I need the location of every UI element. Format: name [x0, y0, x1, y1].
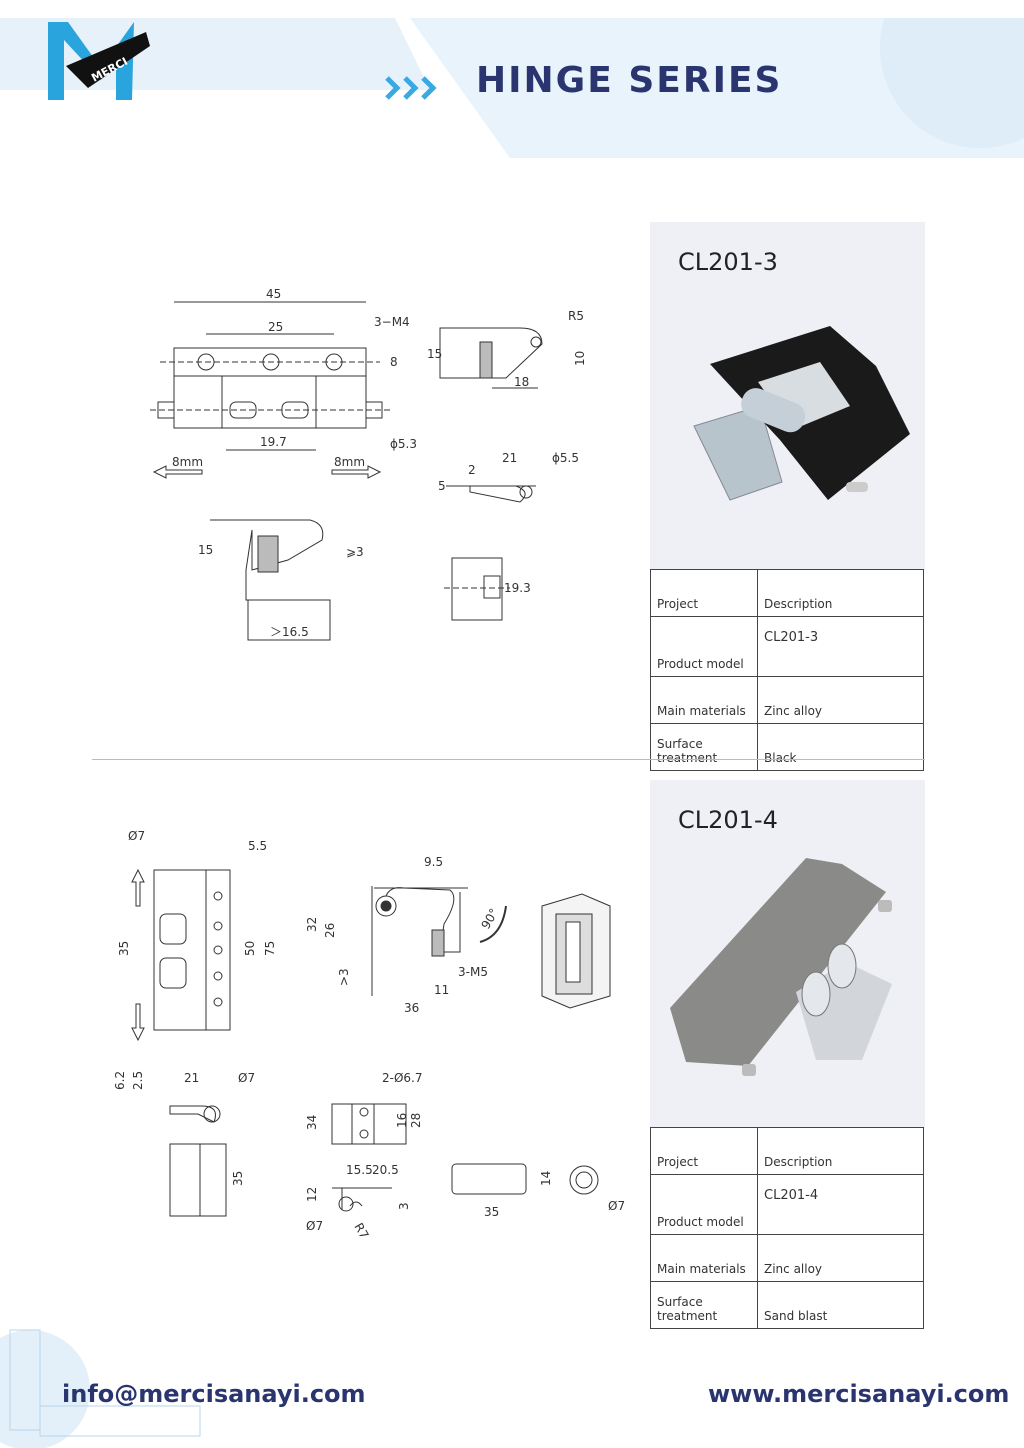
- spec-surface-label: Surface treatment: [650, 1281, 758, 1329]
- svg-text:Ø7: Ø7: [608, 1199, 625, 1213]
- svg-text:35: 35: [484, 1205, 499, 1219]
- product-panel-cl201-4: CL201-4: [650, 780, 925, 1128]
- chevrons-icon: [385, 76, 437, 100]
- spec-head-description: Description: [757, 569, 924, 617]
- svg-text:12: 12: [305, 1187, 319, 1202]
- hinge-photo-cl201-4: [670, 858, 892, 1076]
- spec-head-project: Project: [650, 1127, 758, 1175]
- svg-text:35: 35: [117, 941, 131, 956]
- svg-text:75: 75: [263, 941, 277, 956]
- svg-text:5: 5: [438, 479, 446, 493]
- svg-text:ϕ5.5: ϕ5.5: [552, 451, 579, 465]
- svg-text:8mm: 8mm: [334, 455, 365, 469]
- svg-text:19.7: 19.7: [260, 435, 287, 449]
- svg-text:34: 34: [305, 1115, 319, 1130]
- spec-model-label: Product model: [650, 1174, 758, 1235]
- spec-surface-label: Surface treatment: [650, 723, 758, 771]
- merci-logo: MERCI: [48, 22, 150, 100]
- svg-text:3−M4: 3−M4: [374, 315, 410, 329]
- svg-text:45: 45: [266, 287, 281, 301]
- product-panel-cl201-3: CL201-3: [650, 222, 925, 570]
- svg-text:26: 26: [323, 923, 337, 938]
- svg-text:2-Ø6.7: 2-Ø6.7: [382, 1071, 423, 1085]
- svg-text:6.2: 6.2: [113, 1071, 127, 1090]
- svg-text:28: 28: [409, 1113, 423, 1128]
- footer-website-link[interactable]: www.mercisanayi.com: [708, 1380, 1010, 1408]
- spec-model-label: Product model: [650, 616, 758, 677]
- svg-text:Ø7: Ø7: [306, 1219, 323, 1233]
- spec-materials-value: Zinc alloy: [757, 1234, 924, 1282]
- svg-text:R7: R7: [351, 1221, 371, 1237]
- svg-text:15: 15: [198, 543, 213, 557]
- svg-text:36: 36: [404, 1001, 419, 1015]
- svg-text:3: 3: [397, 1202, 411, 1210]
- svg-text:35: 35: [231, 1171, 245, 1186]
- svg-text:Ø7: Ø7: [128, 829, 145, 843]
- svg-text:21: 21: [184, 1071, 199, 1085]
- spec-surface-value: Black: [757, 723, 924, 771]
- drawing-cl201-3: 45 25 3−M4 8 19.7 ϕ5.3 8mm 8mm R5 15 10 …: [150, 287, 587, 641]
- svg-text:32: 32: [305, 917, 319, 932]
- svg-text:3-M5: 3-M5: [458, 965, 488, 979]
- svg-text:25: 25: [268, 320, 283, 334]
- product-name: CL201-3: [678, 248, 778, 276]
- svg-text:19.3: 19.3: [504, 581, 531, 595]
- svg-text:5.5: 5.5: [248, 839, 267, 853]
- svg-text:16: 16: [395, 1113, 409, 1128]
- svg-text:R5: R5: [568, 309, 584, 323]
- svg-text:>3: >3: [337, 968, 351, 986]
- spec-materials-label: Main materials: [650, 1234, 758, 1282]
- svg-text:9.5: 9.5: [424, 855, 443, 869]
- footer-email-link[interactable]: info@mercisanayi.com: [62, 1380, 366, 1408]
- spec-surface-value: Sand blast: [757, 1281, 924, 1329]
- svg-text:50: 50: [243, 941, 257, 956]
- svg-text:15.5: 15.5: [346, 1163, 373, 1177]
- svg-text:14: 14: [539, 1171, 553, 1186]
- spec-head-project: Project: [650, 569, 758, 617]
- svg-text:18: 18: [514, 375, 529, 389]
- svg-text:⩾3: ⩾3: [346, 545, 364, 559]
- svg-text:11: 11: [434, 983, 449, 997]
- svg-text:2.5: 2.5: [131, 1071, 145, 1090]
- svg-text:Ø7: Ø7: [238, 1071, 255, 1085]
- drawing-cl201-4: Ø7 5.5 35 50 75 9.5 32 26 >3 3-M5 11 36 …: [113, 829, 625, 1237]
- svg-text:2: 2: [468, 463, 476, 477]
- spec-materials-label: Main materials: [650, 676, 758, 724]
- spec-model-value: CL201-3: [757, 616, 924, 677]
- svg-text:15: 15: [427, 347, 442, 361]
- svg-text:21: 21: [502, 451, 517, 465]
- svg-text:8mm: 8mm: [172, 455, 203, 469]
- svg-text:ϕ5.3: ϕ5.3: [390, 437, 417, 451]
- svg-text:＞16.5: ＞16.5: [270, 625, 309, 639]
- page-title: HINGE SERIES: [476, 60, 783, 101]
- spec-head-description: Description: [757, 1127, 924, 1175]
- svg-text:90°: 90°: [478, 906, 501, 931]
- svg-text:10: 10: [573, 351, 587, 366]
- svg-text:8: 8: [390, 355, 398, 369]
- spec-model-value: CL201-4: [757, 1174, 924, 1235]
- footer-decoration: [0, 1329, 201, 1448]
- product-name: CL201-4: [678, 806, 778, 834]
- hinge-photo-cl201-3: [693, 326, 910, 501]
- svg-text:20.5: 20.5: [372, 1163, 399, 1177]
- section-divider: [92, 759, 925, 760]
- spec-materials-value: Zinc alloy: [757, 676, 924, 724]
